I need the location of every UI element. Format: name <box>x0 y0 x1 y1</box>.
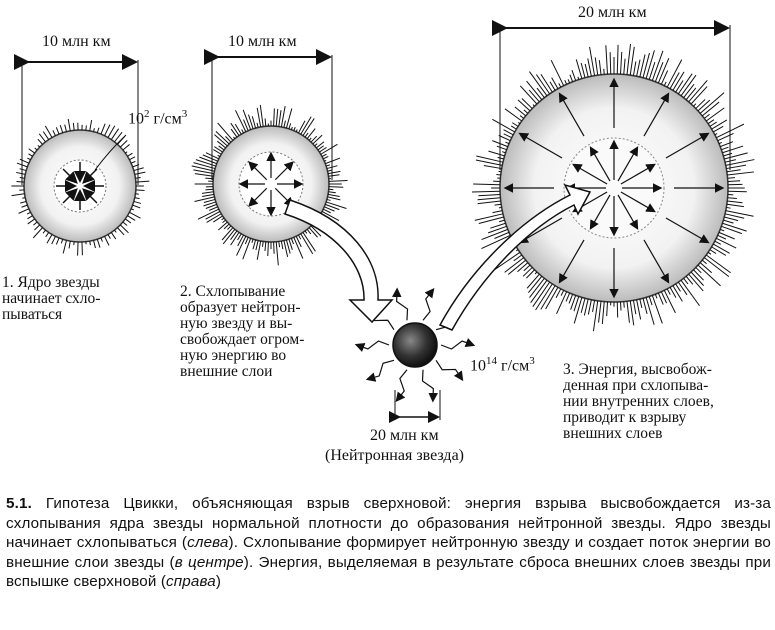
supernova-diagram <box>11 20 755 423</box>
star-1-collapsing-core <box>11 54 150 256</box>
star2-dimension-label: 10 млн км <box>228 33 297 50</box>
caption-number: 5.1. <box>6 495 32 512</box>
star3-dimension-label: 20 млн км <box>578 4 647 21</box>
core-density: 102 г/см3 <box>128 108 188 128</box>
neutron-star-caption: (Нейтронная звезда) <box>325 447 464 464</box>
star1-dimension-label: 10 млн км <box>42 33 111 50</box>
collapse-arrow <box>284 199 394 324</box>
star-3-explosion <box>471 20 755 332</box>
neutron-density: 1014 г/см3 <box>470 355 535 375</box>
energy-arrow <box>438 183 592 331</box>
figure-caption: 5.1. Гипотеза Цвикки, объясняющая взрыв … <box>6 495 772 591</box>
stage-1-label: 1. Ядро звезды начинает схло- пываться <box>2 274 101 323</box>
star-2-collapse <box>191 49 348 266</box>
stage-2-label: 2. Схлопывание образует нейтрон- ную зве… <box>180 283 305 380</box>
neutron-star <box>354 287 476 423</box>
neutron-dimension-label: 20 млн км <box>370 427 439 444</box>
stage-3-label: 3. Энергия, высвобож- денная при схлопыв… <box>563 361 714 442</box>
